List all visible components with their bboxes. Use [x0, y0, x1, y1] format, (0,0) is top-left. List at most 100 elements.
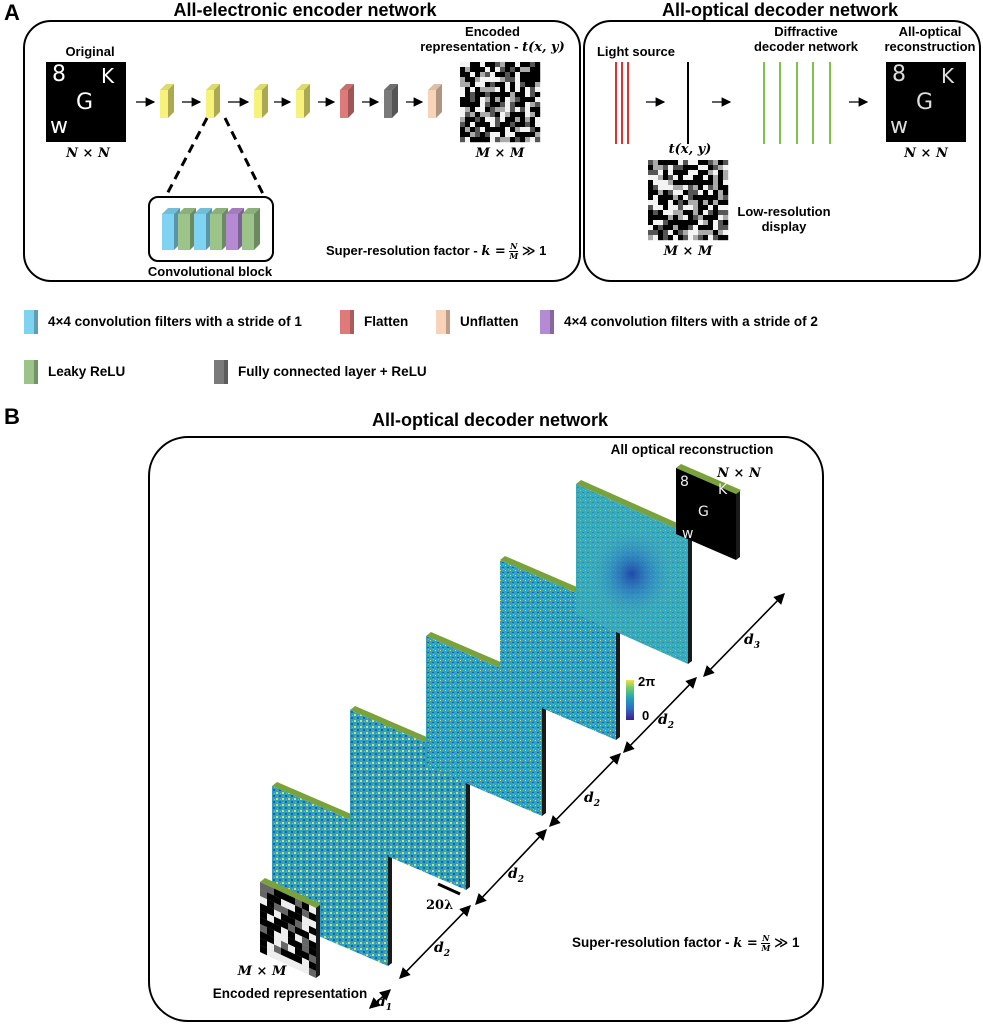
encoder-layer-block: [254, 84, 268, 118]
display-label: Low-resolution display: [726, 204, 842, 234]
legend-swatch: [340, 310, 354, 334]
distance-arrow: [368, 989, 392, 1009]
recon-image-a: 8 K G w: [886, 62, 966, 142]
legend-label: Flatten: [364, 314, 409, 329]
conv-block-label: Convolutional block: [147, 264, 273, 279]
distance-arrow: [399, 904, 471, 980]
digit-glyph: G: [76, 90, 94, 115]
k-den-b: M: [761, 943, 771, 953]
d1-label: d1: [376, 994, 392, 1013]
encoder-layer-block: [428, 84, 442, 118]
d2-sub: 2: [517, 874, 525, 885]
k-num: N: [509, 241, 519, 252]
d2-main: d: [434, 940, 444, 956]
encoded-size-label: M × M: [475, 146, 525, 161]
legend-label: 4×4 convolution filters with a stride of…: [564, 314, 818, 329]
d3-label: d3: [744, 632, 760, 651]
k-den: M: [509, 251, 519, 261]
diffractive-label: Diffractive decoder network: [746, 24, 866, 54]
legend-swatch: [24, 360, 38, 384]
digit-glyph: w: [50, 114, 68, 139]
legend-swatch: [540, 310, 554, 334]
b-encoded-size: M × M: [237, 964, 287, 979]
digit-glyph: 8: [892, 62, 906, 87]
legend-label: Fully connected layer + ReLU: [238, 364, 427, 379]
d2-label-1: d2: [434, 940, 450, 959]
d2-main: d: [508, 866, 518, 882]
d1-sub: 1: [385, 1002, 393, 1013]
b-recon-label: All optical reconstruction: [610, 442, 774, 457]
panel-b-title: All-optical decoder network: [371, 410, 609, 430]
encoded-label-line1: Encoded: [465, 24, 520, 39]
legend-label: Unflatten: [460, 314, 519, 329]
digit-glyph: w: [682, 526, 693, 542]
digit-glyph: G: [916, 90, 934, 115]
encoded-label-line2: representation - t(x, y): [405, 39, 580, 55]
recon-label: All-optical reconstruction: [878, 24, 982, 54]
k-tail-b: ≫ 1: [774, 935, 800, 951]
k-num-b: N: [761, 933, 771, 944]
conv-block-layer: [242, 208, 260, 250]
legend-label: 4×4 convolution filters with a stride of…: [48, 314, 302, 329]
encoder-layer-block: [160, 84, 174, 118]
super-res-formula-a: Super-resolution factor - k = N M ≫ 1: [326, 242, 546, 261]
light-source-label: Light source: [596, 44, 675, 59]
legend-swatch: [214, 360, 228, 384]
display-size-label: M × M: [663, 244, 713, 259]
digit-glyph: K: [718, 482, 728, 498]
display-pattern: [648, 160, 729, 241]
super-res-text: Super-resolution factor -: [326, 242, 478, 258]
d2-sub: 2: [593, 798, 601, 809]
encoder-box: [23, 20, 581, 282]
conv-block-box: [148, 196, 274, 262]
original-label: Original: [65, 44, 115, 59]
panel-b-label: B: [4, 404, 20, 429]
encoded-label: Encoded representation - t(x, y): [405, 24, 580, 55]
super-res-formula-b: Super-resolution factor - k = N M ≫ 1: [572, 934, 800, 953]
t-xy-label-decoder: t(x, y): [668, 142, 712, 157]
encoder-layer-block: [296, 84, 310, 118]
display-line1: Low-resolution: [737, 204, 831, 219]
encoded-representation-plate: [260, 878, 321, 978]
encoder-layer-block: [340, 84, 354, 118]
diffractive-line2: decoder network: [753, 39, 859, 54]
b-recon-size: N × N: [717, 466, 761, 481]
distance-arrow: [623, 676, 697, 754]
d2-label-3: d2: [584, 790, 600, 809]
d2-sub: 2: [443, 948, 451, 959]
digit-glyph: w: [890, 114, 908, 139]
diffractive-layer-5: [576, 480, 693, 664]
distance-arrow: [703, 592, 785, 678]
d2-label-4: d2: [658, 712, 674, 731]
d1-main: d: [376, 994, 386, 1010]
k-symbol: k =: [481, 243, 506, 259]
legend-swatch: [24, 310, 38, 334]
digit-glyph: K: [941, 64, 955, 88]
panel-b-box: [148, 436, 824, 1022]
distance-arrow: [549, 752, 621, 828]
digit-glyph: G: [698, 504, 709, 520]
decoder-title-a: All-optical decoder network: [661, 0, 899, 20]
digit-glyph: K: [101, 64, 115, 88]
encoder-title: All-electronic encoder network: [173, 0, 437, 20]
d2-label-2: d2: [508, 866, 524, 885]
b-encoded-label: Encoded representation: [212, 986, 368, 1001]
k-tail: ≫ 1: [521, 242, 547, 258]
k-symbol-b: k =: [733, 936, 758, 952]
panel-a-label: A: [4, 0, 20, 25]
digit-glyph: 8: [680, 474, 689, 490]
encoded-label-line2-text: representation -: [420, 39, 519, 54]
digit-glyph: 8: [52, 62, 66, 87]
super-res-text-b: Super-resolution factor -: [572, 935, 730, 951]
display-line2: display: [761, 219, 807, 234]
legend-swatch: [436, 310, 450, 334]
t-xy-label: t(x, y): [522, 40, 565, 55]
recon-line2: reconstruction: [884, 39, 976, 54]
colorbar-max: 2π: [638, 674, 656, 689]
original-image: 8 K G w: [46, 62, 126, 142]
